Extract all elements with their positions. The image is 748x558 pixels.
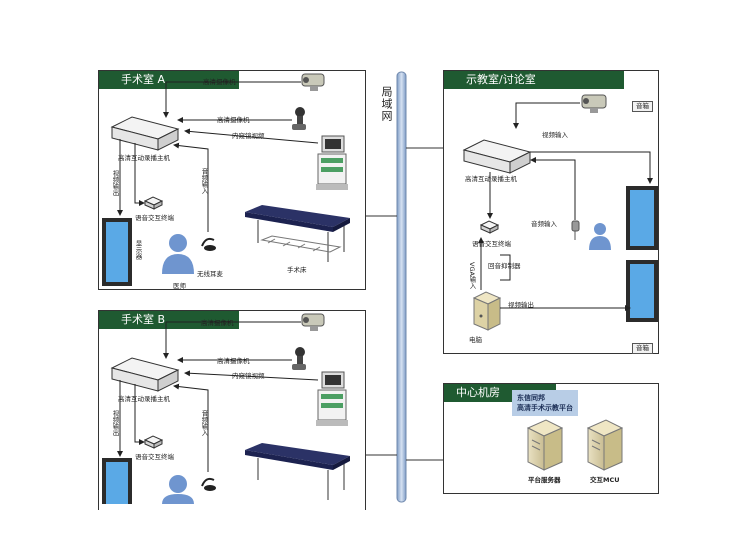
room-a-recorder-label: 高清互动录播主机 bbox=[118, 154, 170, 162]
room-b-audio-in-label: 音频输入 bbox=[200, 410, 208, 436]
demo-speaker-bottom: 音箱 bbox=[632, 343, 653, 354]
room-b-recorder-label: 高清互动录播主机 bbox=[118, 395, 170, 403]
room-b-title: 手术室 B bbox=[99, 311, 239, 329]
room-a-cam1-label: 高清摄像机 bbox=[203, 78, 236, 86]
terminal-a bbox=[143, 196, 164, 210]
room-b-terminal-label: 语音交互终端 bbox=[135, 453, 174, 461]
endoscope-cart-b bbox=[316, 371, 348, 426]
demo-room-title: 示教室/讨论室 bbox=[444, 71, 624, 89]
recorder-host-demo bbox=[462, 139, 532, 174]
room-a-endoscope-label: 内窥镜视频 bbox=[232, 132, 265, 140]
demo-video-out-label: 视频输出 bbox=[508, 301, 534, 309]
recorder-host-b bbox=[110, 357, 180, 392]
display-demo-top bbox=[626, 186, 658, 250]
room-a-bed-label: 手术床 bbox=[287, 266, 307, 274]
demo-pc-label: 电脑 bbox=[469, 336, 482, 344]
wireless-mic-b bbox=[201, 477, 216, 491]
demo-recorder-label: 高清互动录播主机 bbox=[465, 175, 517, 183]
lan-label: 局域网 bbox=[380, 86, 393, 122]
surgical-bed-b bbox=[245, 443, 350, 500]
hd-camera-b1 bbox=[301, 313, 325, 331]
hd-camera-b2 bbox=[292, 347, 306, 370]
room-a-cam2-label: 高清摄像机 bbox=[217, 116, 250, 124]
hd-camera-a2 bbox=[292, 107, 306, 130]
demo-audio-in-label: 音频输入 bbox=[531, 220, 557, 228]
platform-banner: 东信同邦 高清手术示教平台 bbox=[512, 390, 578, 416]
room-b-cam1-label: 高清摄像机 bbox=[201, 319, 234, 327]
platform-server bbox=[526, 419, 564, 471]
terminal-b bbox=[143, 435, 164, 449]
server2-label: 交互MCU bbox=[590, 476, 620, 484]
mic-demo bbox=[571, 220, 580, 240]
demo-video-in-label: 视频输入 bbox=[542, 131, 568, 139]
room-a-title: 手术室 A bbox=[99, 71, 239, 89]
room-b-endoscope-label: 内窥镜视频 bbox=[232, 372, 265, 380]
platform-line1: 东信同邦 bbox=[517, 394, 545, 402]
display-demo-bottom bbox=[626, 260, 658, 322]
doctor-a bbox=[162, 234, 194, 274]
hd-camera-demo bbox=[581, 94, 607, 113]
room-a-terminal-label: 语音交互终端 bbox=[135, 214, 174, 222]
demo-speaker-top: 音箱 bbox=[632, 101, 653, 112]
recorder-host-a bbox=[110, 116, 180, 151]
surgical-bed-a bbox=[245, 205, 350, 262]
demo-terminal-label: 语音交互终端 bbox=[472, 240, 511, 248]
room-b-video-out-label: 视频输出 bbox=[111, 410, 119, 436]
room-a-video-out-label: 视频输出 bbox=[111, 170, 119, 196]
lan-backbone bbox=[396, 71, 407, 503]
display-a bbox=[102, 218, 132, 286]
doctor-b bbox=[162, 475, 194, 504]
room-a-doctor-label: 医师 bbox=[173, 282, 186, 290]
display-b bbox=[102, 458, 132, 504]
room-a-display-label: 显示器 bbox=[134, 240, 142, 260]
participant-demo bbox=[589, 223, 611, 250]
endoscope-cart-a bbox=[316, 135, 348, 190]
demo-vga-in-label: VGA输入 bbox=[468, 262, 476, 289]
room-b-cam2-label: 高清摄像机 bbox=[217, 357, 250, 365]
pc-demo bbox=[472, 291, 502, 331]
room-a-audio-in-label: 音频输入 bbox=[200, 168, 208, 194]
demo-echo-label: 回音抑制器 bbox=[488, 262, 521, 270]
platform-line2: 高清手术示教平台 bbox=[517, 404, 573, 412]
terminal-demo bbox=[479, 220, 500, 234]
room-a-mic-label: 无线耳麦 bbox=[197, 270, 223, 278]
mcu-server bbox=[586, 419, 624, 471]
wireless-mic-a bbox=[201, 237, 216, 251]
server1-label: 平台服务器 bbox=[528, 476, 561, 484]
hd-camera-a1 bbox=[301, 73, 325, 91]
